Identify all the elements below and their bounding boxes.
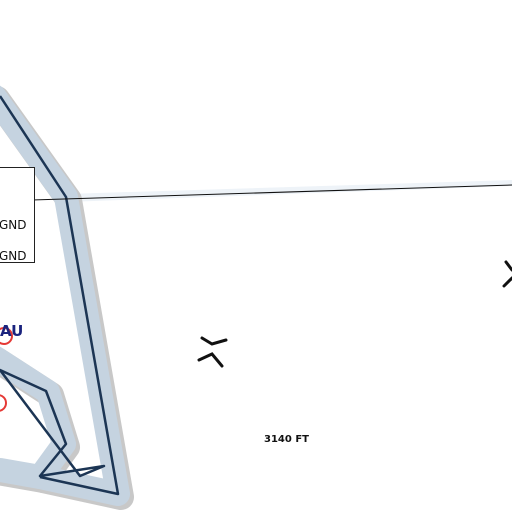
route-line	[0, 184, 512, 202]
airport-ring-icon	[0, 327, 13, 345]
airport-ring-icon	[0, 394, 7, 412]
airspace-inner-boundary	[0, 368, 106, 478]
airspace-label-box: GND GND	[0, 167, 35, 263]
airspace-ceiling-label: GND	[0, 249, 27, 263]
airspace-floor-label: GND	[0, 218, 27, 232]
airport-ident: AU	[0, 322, 24, 340]
pass-symbol-icon	[197, 336, 228, 368]
light-band	[66, 180, 512, 202]
airspace-band	[0, 85, 130, 506]
elevation-label: 3140 FT	[264, 434, 309, 445]
airspace-inner-edge	[0, 115, 41, 171]
airspace-outer-boundary	[0, 95, 120, 496]
pass-symbol-icon	[502, 260, 512, 288]
